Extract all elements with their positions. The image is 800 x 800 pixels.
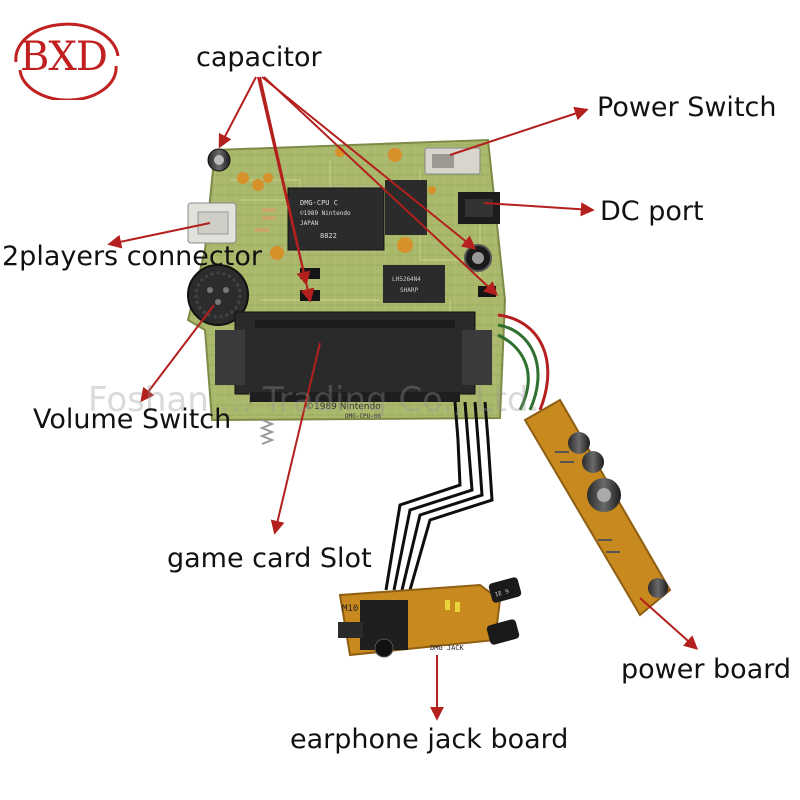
brand-logo-text: BXD xyxy=(20,34,108,80)
annotation-arrows xyxy=(107,76,699,721)
jack-board-id-text: DMG JACK xyxy=(430,644,465,652)
arrow-capacitor-5 xyxy=(263,76,499,296)
secondary-chip xyxy=(385,180,427,235)
arrow-capacitor-1 xyxy=(218,76,257,149)
ram-chip: LH5264N4 SHARP xyxy=(383,265,445,303)
ribbon-wires-to-jack xyxy=(384,401,494,591)
label-capacitor: capacitor xyxy=(196,42,322,73)
label-game-card-slot: game card Slot xyxy=(167,543,372,574)
brand-logo: BXD xyxy=(6,20,126,100)
jack-board-cap-text: 1E 9 xyxy=(494,588,510,599)
arrow-power-switch xyxy=(449,106,589,156)
wires-to-power-board xyxy=(497,313,550,411)
power-board-pcb xyxy=(523,398,672,617)
label-earphone-jack-board: earphone jack board xyxy=(290,724,569,755)
dc-port-component xyxy=(458,192,500,224)
label-volume-switch: Volume Switch xyxy=(33,404,232,435)
cartridge-slot: ©1989 Nintendo DMG-CPU-06 xyxy=(215,311,492,420)
ram-chip-label-1: LH5264N4 xyxy=(392,276,421,283)
link-port-connector xyxy=(187,202,237,244)
label-power-board: power board xyxy=(621,654,792,685)
cpu-chip-label-3: JAPAN xyxy=(300,220,318,227)
arrow-power-board xyxy=(639,597,699,650)
arrow-volume-switch xyxy=(140,304,215,403)
battery-spring xyxy=(259,419,275,445)
board-id-text: DMG-CPU-06 xyxy=(345,413,382,420)
small-components xyxy=(237,147,436,260)
label-2players-connector: 2players connector xyxy=(2,241,262,272)
ram-chip-label-2: SHARP xyxy=(400,287,418,294)
cpu-chip-label-1: DMG-CPU C xyxy=(300,199,338,207)
cpu-chip-label-4: 8822 xyxy=(320,232,337,240)
arrow-dc-port xyxy=(483,202,595,217)
cpu-chip-label-2: ©1989 Nintendo xyxy=(300,210,351,217)
jack-board-m10-text: M10 xyxy=(342,604,358,614)
cpu-chip: DMG-CPU C ©1989 Nintendo JAPAN 8822 xyxy=(287,185,385,253)
watermark-text: Foshan ... Trading Co., Ltd. xyxy=(88,380,540,420)
arrow-capacitor-3 xyxy=(259,76,315,303)
label-dc-port: DC port xyxy=(600,196,704,227)
board-brand-text: ©1989 Nintendo xyxy=(305,402,381,412)
arrow-2players-connector xyxy=(107,222,211,249)
volume-wheel xyxy=(187,264,249,326)
power-switch-component xyxy=(424,147,481,175)
earphone-jack-board-pcb: 1E 9 M10 DMG JACK xyxy=(338,577,522,658)
arrow-capacitor-4 xyxy=(261,76,477,250)
label-power-switch: Power Switch xyxy=(597,92,777,123)
arrow-game-card-slot xyxy=(270,342,321,535)
